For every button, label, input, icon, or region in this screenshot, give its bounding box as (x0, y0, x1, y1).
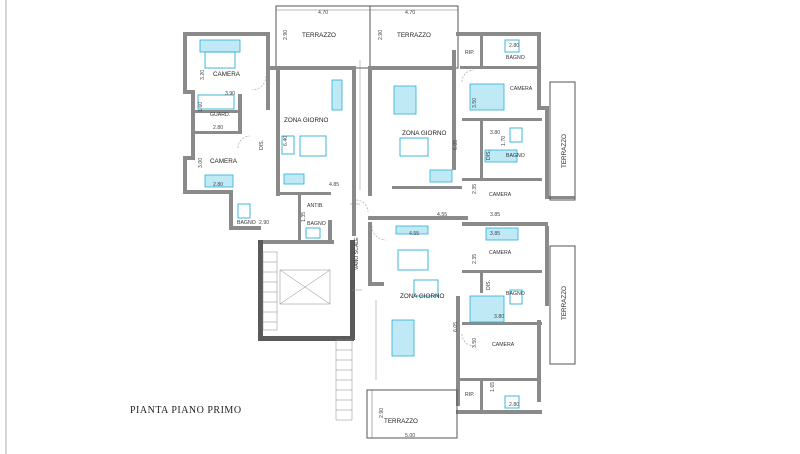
label-terrazzo-right-top: TERRAZZO (561, 134, 568, 168)
label-camera-left-top: CAMERA (213, 71, 241, 78)
dim-guard-h: 1.60 (198, 102, 204, 112)
label-guard: GUARD. (210, 112, 230, 118)
label-zona-giorno-left: ZONA GIORNO (284, 117, 329, 124)
label-camera-right-3: CAMERA (489, 250, 512, 256)
label-terrazzo-top-right: TERRAZZO (397, 32, 431, 39)
dim-kitchen-r-w: 4.55 (437, 212, 447, 218)
staircase (262, 60, 377, 421)
label-camera-right-1: CAMERA (510, 86, 533, 92)
dim-top-right-width: 4.70 (405, 10, 415, 16)
furniture (197, 39, 523, 409)
label-zona-giorno-bottom: ZONA GIORNO (400, 293, 445, 300)
dim-rip-bottom-h: 1.65 (490, 382, 496, 392)
dim-guard-bottom-w: 2.80 (213, 125, 223, 131)
dim-bagno-center-h: 1.35 (301, 212, 307, 222)
walls (183, 32, 575, 414)
dim-bagno-r1-w: 3.80 (490, 130, 500, 136)
dim-bagno-r2-w: 3.80 (494, 314, 504, 320)
label-camera-right-2: CAMERA (489, 192, 512, 198)
dim-terr-bottom-width: 5.00 (405, 433, 415, 439)
label-rip-bottom: RIP. (465, 392, 474, 398)
dim-top-left-width: 4.70 (318, 10, 328, 16)
dim-camera-left-bottom-h: 3.00 (198, 158, 204, 168)
label-antib: ANTIB. (307, 203, 324, 209)
dim-bagno-left-w: 2.90 (259, 220, 269, 226)
dim-terr-right-depth: 2.90 (378, 30, 384, 40)
dim-zona-left-depth: 6.40 (283, 136, 289, 146)
plan-title: PIANTA PIANO PRIMO (130, 405, 242, 416)
label-dis-right-top: DIS. (486, 150, 492, 160)
dim-rip-top-w: 2.80 (509, 43, 519, 49)
label-bagno-left: BAGNO (237, 220, 256, 226)
label-terrazzo-bottom: TERRAZZO (384, 418, 418, 425)
dim-bagno-r1-h: 1.70 (501, 136, 507, 146)
dim-camera-r3-h: 2.35 (472, 254, 478, 264)
dim-guard-w: 3.90 (225, 91, 235, 97)
label-bagno-center: BAGNO (307, 221, 326, 227)
dim-camera-r3-w: 3.85 (490, 231, 500, 237)
dim-camera-r2-h: 2.35 (472, 184, 478, 194)
dim-camera-r2-w: 3.85 (490, 212, 500, 218)
label-bagno-right-top: BAGNO (506, 55, 525, 61)
label-camera-right-4: CAMERA (492, 342, 515, 348)
dim-kitchen-b-w: 4.55 (409, 231, 419, 237)
dim-zona-bottom-depth: 6.05 (453, 322, 459, 332)
dim-zona-right-depth: 6.05 (453, 140, 459, 150)
terrace-right (366, 81, 576, 439)
dim-terr-left-depth: 2.90 (283, 30, 289, 40)
dim-camera-r1-h: 3.50 (472, 98, 478, 108)
label-zona-giorno-right: ZONA GIORNO (402, 130, 447, 137)
dim-camera-left-top-h: 3.20 (200, 70, 206, 80)
label-bagno-right-low: BAGNO (506, 291, 525, 297)
dim-rip-bottom-w: 2.80 (509, 402, 519, 408)
label-dis-right-bottom: DIS. (486, 280, 492, 290)
dim-camera-left-bottom-w: 2.80 (213, 182, 223, 188)
label-dis-left: DIS. (259, 140, 265, 150)
dim-terr-bottom-depth: 2.90 (379, 408, 385, 418)
label-vano-scale: VANO SCALE (354, 237, 360, 270)
dim-stair-landing: 4.85 (329, 182, 339, 188)
label-rip-top: RIP. (465, 50, 474, 56)
label-terrazzo-right-bottom: TERRAZZO (561, 286, 568, 320)
label-terrazzo-top-left: TERRAZZO (302, 32, 336, 39)
label-camera-left-bottom: CAMERA (210, 158, 238, 165)
doors (237, 69, 475, 347)
dim-camera-r4-h: 3.50 (472, 338, 478, 348)
label-bagno-right-mid: BAGNO (506, 153, 525, 159)
